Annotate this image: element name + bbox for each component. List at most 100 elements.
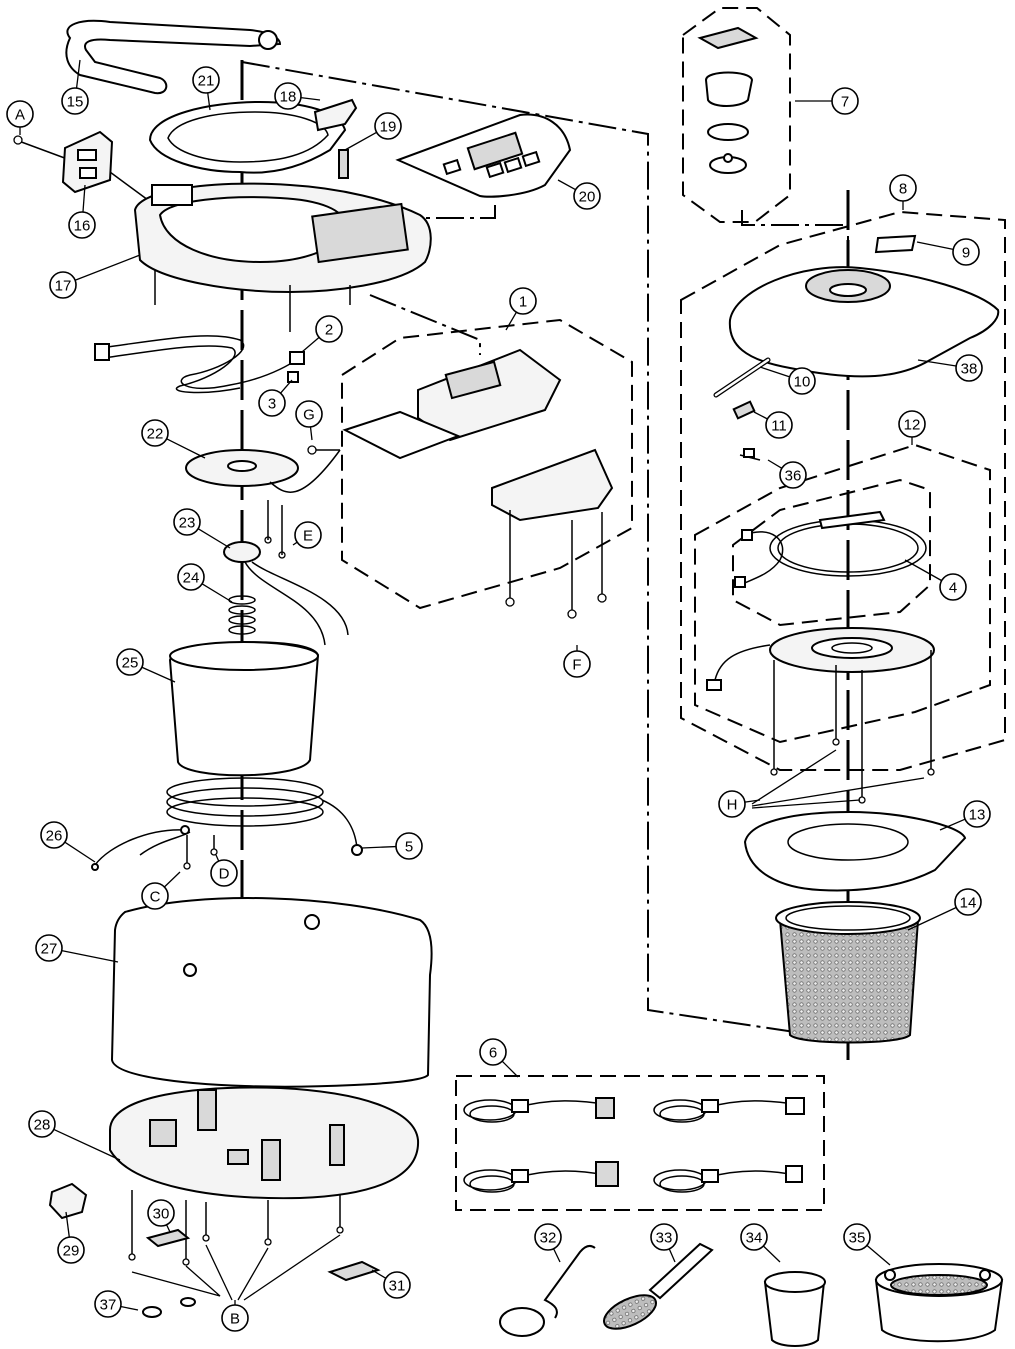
part-15-handle (65, 19, 282, 95)
callout-circle (177, 563, 205, 591)
callout-circle (963, 800, 991, 828)
callout-number: 19 (380, 119, 397, 136)
callout-number: 17 (55, 278, 72, 295)
part-14-mesh-basket (775, 901, 921, 1044)
callout-number: A (15, 107, 25, 124)
callout-16: 16 (68, 184, 96, 239)
callout-2: 2 (301, 315, 343, 353)
callout-leader (75, 59, 81, 89)
part-28-base (109, 1086, 420, 1200)
part-20-control-panel (395, 113, 572, 198)
part-23-sensor (223, 541, 349, 646)
callout-circle (210, 859, 238, 887)
callout-circle (57, 1236, 85, 1264)
callout-9: 9 (916, 238, 980, 266)
callout-circle (395, 832, 423, 860)
part-30-plate (145, 1228, 191, 1248)
callout-leader (344, 131, 377, 151)
callout-circle (509, 287, 537, 315)
callout-circle (954, 888, 982, 916)
callout-number: 31 (389, 1278, 406, 1295)
part-9-label (874, 234, 917, 254)
part-11-spring (732, 400, 756, 420)
callout-circle (35, 934, 63, 962)
callout-circle (221, 1304, 249, 1332)
callout-circle (650, 1223, 678, 1251)
part-17-upper-housing (133, 182, 432, 332)
callout-14: 14 (907, 888, 982, 931)
callout-number: 6 (489, 1045, 497, 1062)
part-13-bottom-plate (743, 810, 967, 892)
part-35-steam-rack (874, 1263, 1004, 1343)
callout-leader (762, 1245, 781, 1263)
part-33-slotted-spoon (603, 1242, 714, 1330)
part-6-power-cords (463, 1097, 805, 1193)
callout-number: 22 (147, 426, 164, 443)
callout-circle (563, 650, 591, 678)
callout-leader (904, 559, 942, 582)
callout-leader (141, 666, 176, 683)
part-27-body-shell (110, 897, 433, 1088)
part-21-top-ring (148, 100, 347, 174)
callout-leader (916, 241, 954, 251)
callout-number: 15 (67, 94, 84, 111)
callout-leader (197, 528, 231, 549)
callout-15: 15 (61, 59, 89, 115)
callout-4: 4 (904, 559, 967, 601)
callout-circle (116, 648, 144, 676)
part-26-wire (91, 825, 191, 871)
callout-10: 10 (759, 366, 816, 395)
callout-circle (898, 410, 926, 438)
part-B-screws (128, 1190, 344, 1301)
callout-31: 31 (371, 1269, 411, 1299)
callout-leader (300, 96, 321, 101)
group-boundaries (341, 7, 1006, 1211)
part-A-screw (13, 135, 71, 161)
part-25-inner-pot (168, 641, 320, 777)
callout-number: 11 (771, 418, 787, 435)
callout-number: 33 (656, 1230, 673, 1247)
callout-a: A (6, 100, 34, 135)
callout-number: 14 (960, 895, 977, 912)
callout-number: 32 (540, 1230, 557, 1247)
callout-leader (917, 359, 957, 367)
callout-23: 23 (173, 508, 231, 549)
callout-number: C (150, 889, 161, 906)
callout-circle (788, 367, 816, 395)
callout-number: D (219, 866, 230, 883)
callout-circle (295, 400, 323, 428)
callout-circle (258, 389, 286, 417)
callout-circle (68, 211, 96, 239)
callout-leader (280, 379, 293, 394)
callout-d: D (210, 854, 238, 887)
callout-leader (753, 411, 768, 420)
callout-38: 38 (917, 354, 983, 382)
callout-circle (173, 508, 201, 536)
callout-number: 35 (849, 1230, 866, 1247)
part-29-plug-adapter (48, 1182, 88, 1220)
part-5-heating-ring (166, 777, 363, 856)
callout-8: 8 (889, 174, 917, 210)
callout-number: 13 (969, 807, 986, 824)
callout-number: 3 (268, 396, 276, 413)
callout-circle (573, 182, 601, 210)
callout-number: 18 (280, 89, 297, 106)
callout-leader (53, 1128, 121, 1161)
callout-21: 21 (192, 66, 220, 111)
part-12-inner-lid (706, 627, 935, 691)
callout-leader (292, 541, 298, 546)
callout-leader (501, 1060, 519, 1078)
callout-circle (6, 100, 34, 128)
callout-circle (294, 521, 322, 549)
callout-28: 28 (28, 1110, 121, 1161)
part-38-lid (728, 266, 1000, 378)
callout-leader (309, 426, 313, 441)
part-18-latch (313, 98, 358, 132)
callout-leader (207, 92, 211, 111)
callout-30: 30 (147, 1199, 175, 1233)
callout-leader (74, 254, 141, 281)
callout-27: 27 (35, 934, 119, 963)
callout-circle (939, 573, 967, 601)
callout-leader (166, 438, 206, 459)
callout-19: 19 (344, 112, 402, 151)
